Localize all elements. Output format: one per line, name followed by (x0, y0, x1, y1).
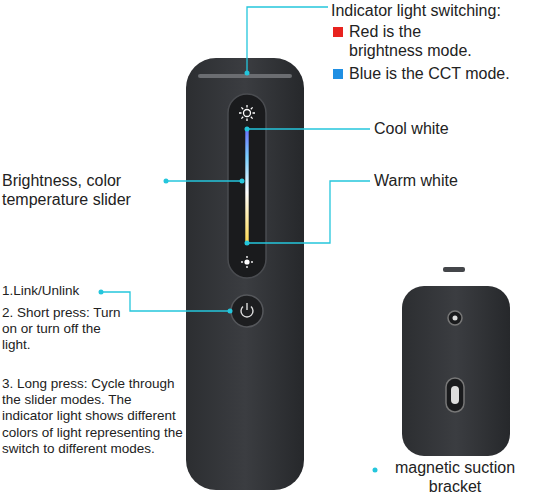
callout-label: Brightness, color temperature slider (2, 171, 167, 209)
sun-icon (239, 105, 255, 121)
power-button (231, 295, 263, 327)
bracket-oval-slot (451, 386, 459, 404)
bracket-body (402, 286, 510, 456)
function-note: 1.Link/Unlink (2, 283, 102, 299)
bracket-oval-slot (446, 378, 464, 412)
callout-label: Cool white (374, 119, 524, 138)
slider-panel (228, 94, 266, 278)
legend-row: Red is the brightness mode. (333, 22, 493, 60)
legend-swatch (333, 69, 343, 79)
legend-row: Blue is the CCT mode. (333, 64, 538, 83)
callout-label: Warm white (374, 171, 524, 190)
function-note: 3. Long press: Cycle through the slider … (2, 376, 184, 457)
slider-bar (245, 128, 248, 245)
part-label: magnetic suction bracket (380, 458, 530, 496)
bracket-slot (443, 267, 465, 272)
legend-text: Blue is the CCT mode. (349, 64, 510, 83)
indicator-strip (198, 74, 292, 78)
function-note: 2. Short press: Turn on or turn off the … (2, 305, 132, 354)
legend-text: Red is the brightness mode. (349, 22, 493, 60)
legend-swatch (333, 27, 343, 37)
remote-body (186, 58, 304, 490)
leader-line (101, 7, 370, 311)
bracket-hole (448, 311, 462, 325)
power-icon (246, 303, 247, 310)
indicator-title: Indicator light switching: (331, 1, 536, 20)
bracket-hole (453, 316, 458, 321)
small-sun-icon (241, 256, 253, 268)
